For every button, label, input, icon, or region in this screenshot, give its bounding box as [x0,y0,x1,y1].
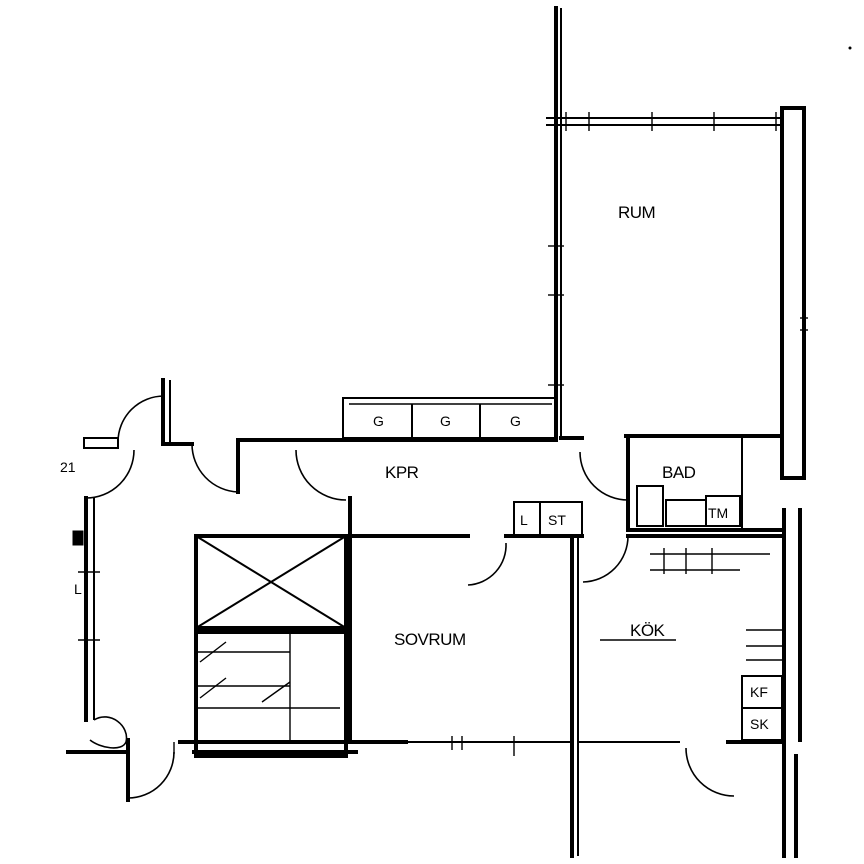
stairs [194,630,348,758]
corner-dot [848,46,852,50]
hall-walls [83,378,784,494]
bedroom-walls [348,496,584,858]
wardrobe-label-1: G [373,413,384,429]
room-label-sovrum: SOVRUM [394,630,466,649]
fixture-label-l: L [520,512,528,528]
bathroom-walls [626,434,784,532]
fixture-label-sk: SK [750,716,769,732]
bottom-walls [173,742,358,754]
wardrobe-label-3: G [510,413,521,429]
fixture-label-st: ST [548,512,566,528]
room-label-rum: RUM [618,203,655,222]
room-label-bad: BAD [662,463,696,482]
kitchen-walls [578,534,786,744]
room-label-kpr: KPR [385,463,419,482]
fixture-label-kf: KF [750,684,768,700]
mark-l: L [74,581,82,597]
door-swings [85,395,735,799]
wardrobe-label-2: G [440,413,451,429]
fixture-label-tm: TM [708,505,728,521]
living-room-walls [546,6,806,480]
right-outer-wall [782,508,802,858]
room-label-kok: KÖK [630,621,666,640]
mark-21: 21 [60,459,76,475]
left-corridor-walls [66,496,130,802]
elevator-shaft [194,534,348,630]
living-room-window-marks [548,112,808,386]
